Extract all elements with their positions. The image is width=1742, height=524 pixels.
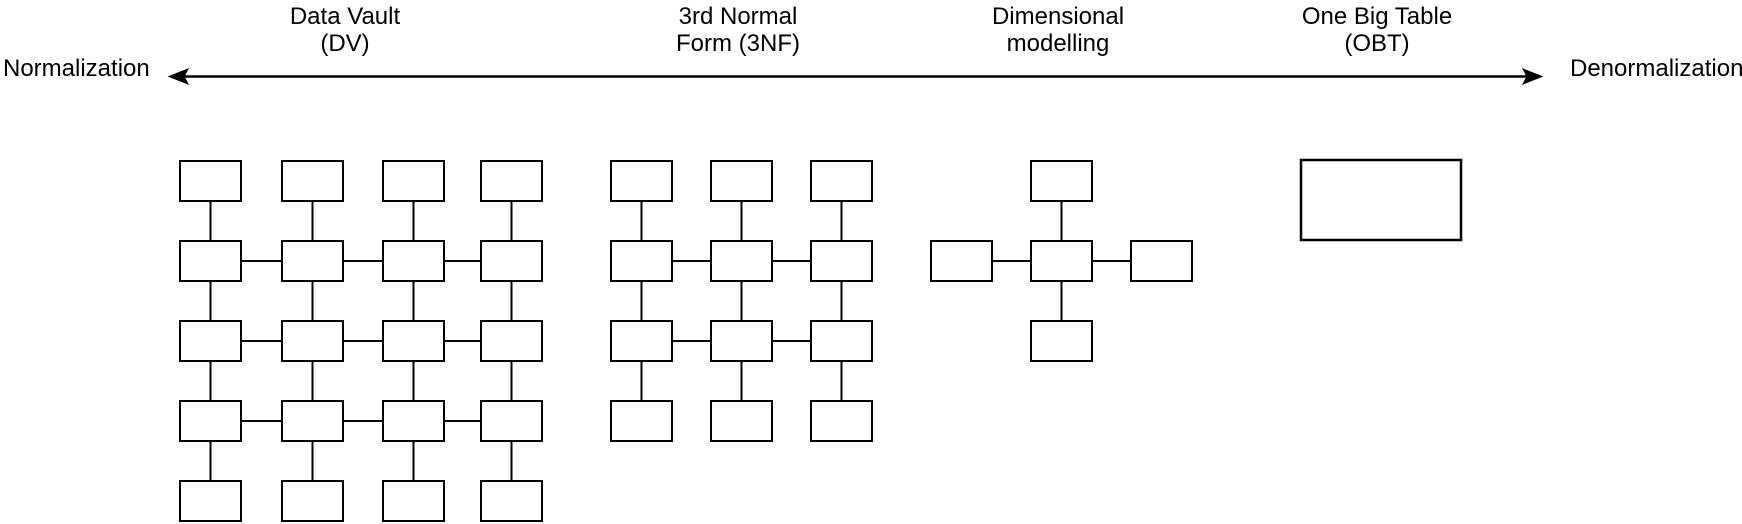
data-vault-table-box xyxy=(382,160,445,202)
data-vault-table-box xyxy=(281,240,344,282)
section-label-line: (OBT) xyxy=(1344,30,1410,57)
data-vault-table-box xyxy=(179,480,242,522)
section-label-line: Dimensional xyxy=(991,3,1125,30)
data-vault-table-box xyxy=(382,320,445,362)
dimension-table-box xyxy=(1030,320,1093,362)
third-normal-form-table-box xyxy=(710,400,773,442)
section-label-obt: One Big Table (OBT) xyxy=(1302,3,1452,57)
dimension-table-box xyxy=(1030,160,1093,202)
arrowhead-left-icon xyxy=(167,68,190,85)
data-vault-table-box xyxy=(480,400,543,442)
third-normal-form-table-box xyxy=(610,160,673,202)
dimension-table-box xyxy=(1130,240,1193,282)
data-vault-table-box xyxy=(281,480,344,522)
third-normal-form-table-box xyxy=(710,160,773,202)
third-normal-form-table-box xyxy=(610,400,673,442)
arrowhead-right-icon xyxy=(1521,68,1544,85)
data-vault-table-box xyxy=(179,400,242,442)
axis-label-normalization: Normalization xyxy=(3,55,150,82)
third-normal-form-table-box xyxy=(810,320,873,362)
data-vault-table-box xyxy=(281,400,344,442)
section-label-data-vault: Data Vault (DV) xyxy=(290,3,400,57)
data-vault-table-box xyxy=(179,160,242,202)
fact-table-box xyxy=(1030,240,1093,282)
data-vault-table-box xyxy=(480,240,543,282)
data-vault-table-box xyxy=(179,240,242,282)
data-vault-table-box xyxy=(480,480,543,522)
section-label-3nf: 3rd Normal Form (3NF) xyxy=(676,3,800,57)
section-label-line: Data Vault xyxy=(289,3,401,30)
section-label-line: One Big Table xyxy=(1301,3,1453,30)
section-label-line: Form (3NF) xyxy=(676,30,800,57)
data-vault-table-box xyxy=(179,320,242,362)
third-normal-form-table-box xyxy=(710,320,773,362)
axis-label-denormalization: Denormalization xyxy=(1570,55,1742,82)
dimension-table-box xyxy=(930,240,993,282)
data-vault-table-box xyxy=(480,160,543,202)
data-vault-table-box xyxy=(480,320,543,362)
data-vault-table-box xyxy=(382,240,445,282)
data-vault-table-box xyxy=(382,480,445,522)
section-label-line: modelling xyxy=(1006,30,1110,57)
section-label-line: 3rd Normal xyxy=(678,3,798,30)
data-vault-table-box xyxy=(281,160,344,202)
data-vault-table-box xyxy=(281,320,344,362)
third-normal-form-table-box xyxy=(810,240,873,282)
section-label-dimensional: Dimensional modelling xyxy=(992,3,1124,57)
third-normal-form-table-box xyxy=(810,400,873,442)
section-label-line: (DV) xyxy=(320,30,370,57)
third-normal-form-table-box xyxy=(710,240,773,282)
one-big-table-box xyxy=(1299,158,1463,242)
third-normal-form-table-box xyxy=(810,160,873,202)
data-vault-table-box xyxy=(382,400,445,442)
third-normal-form-table-box xyxy=(610,320,673,362)
third-normal-form-table-box xyxy=(610,240,673,282)
